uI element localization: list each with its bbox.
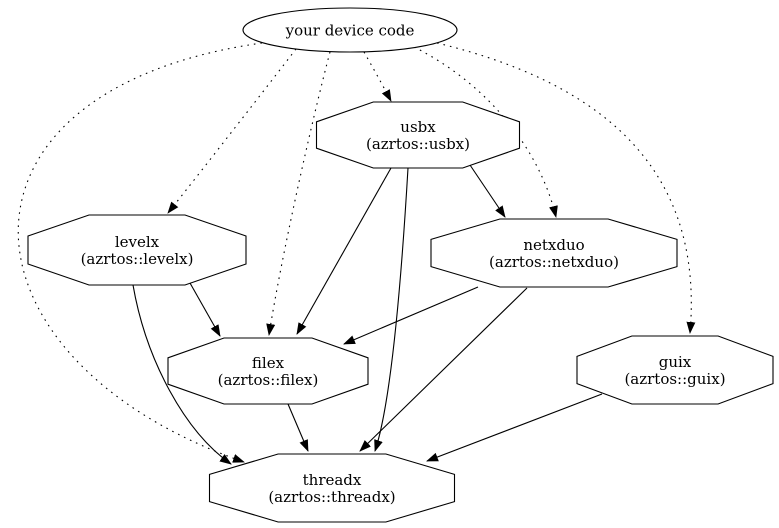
edge-netxduo-filex xyxy=(343,286,479,345)
edge-netxduo-threadx xyxy=(359,287,528,452)
node-guix-label: guix(azrtos::guix) xyxy=(624,353,725,388)
node-levelx-label: levelx(azrtos::levelx) xyxy=(81,233,194,268)
node-netxduo-label: netxduo(azrtos::netxduo) xyxy=(489,236,619,271)
node-filex-label: filex(azrtos::filex) xyxy=(218,354,319,389)
node-filex-octagon xyxy=(167,337,369,405)
edge-usbx-threadx xyxy=(374,167,409,452)
nodes: your device codeusbx(azrtos::usbx)levelx… xyxy=(27,7,774,523)
node-threadx-octagon xyxy=(208,453,456,523)
edge-usbx-netxduo xyxy=(469,164,506,218)
node-levelx-octagon xyxy=(27,214,247,286)
node-threadx-label: threadx(azrtos::threadx) xyxy=(268,471,395,506)
node-netxduo-octagon xyxy=(430,218,678,288)
node-guix-octagon xyxy=(576,335,774,405)
edge-device-guix xyxy=(436,42,696,334)
node-device: your device code xyxy=(242,7,458,53)
edge-usbx-filex xyxy=(296,167,392,335)
edge-device-levelx xyxy=(167,48,297,214)
node-usbx-label: usbx(azrtos::usbx) xyxy=(366,118,470,153)
node-filex: filex(azrtos::filex) xyxy=(167,337,369,405)
node-threadx: threadx(azrtos::threadx) xyxy=(208,453,456,523)
edge-device-threadx xyxy=(17,42,263,463)
node-levelx: levelx(azrtos::levelx) xyxy=(27,214,247,286)
node-usbx: usbx(azrtos::usbx) xyxy=(315,101,521,169)
edge-levelx-filex xyxy=(189,282,221,337)
edge-device-usbx xyxy=(363,51,392,102)
edge-filex-threadx xyxy=(287,403,309,452)
node-device-ellipse xyxy=(242,7,458,53)
node-guix: guix(azrtos::guix) xyxy=(576,335,774,405)
node-usbx-octagon xyxy=(315,101,521,169)
node-device-label: your device code xyxy=(285,22,415,40)
node-netxduo: netxduo(azrtos::netxduo) xyxy=(430,218,678,288)
edge-guix-threadx xyxy=(426,393,603,462)
edge-levelx-threadx xyxy=(132,284,232,465)
